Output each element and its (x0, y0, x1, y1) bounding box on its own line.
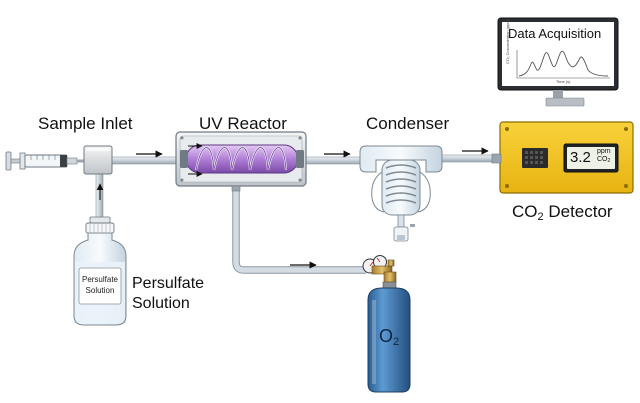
data-acquisition-monitor (497, 17, 619, 107)
monitor-x-axis-label: Time (s) (556, 79, 571, 84)
detector-reading-unit: ppm CO2 (597, 148, 611, 164)
syringe (5, 151, 84, 171)
persulfate-bottle (73, 216, 127, 326)
detector-unit-bottom-sub: 2 (607, 158, 611, 164)
label-o2: O2 (379, 326, 400, 348)
label-persulfate-line2: Solution (132, 295, 190, 312)
label-uv-reactor: UV Reactor (199, 114, 287, 133)
label-co2-detector-sub: 2 (537, 211, 544, 223)
bottle-label-tag (78, 267, 122, 305)
condenser-coil (385, 164, 417, 204)
label-sample-inlet: Sample Inlet (38, 114, 133, 133)
detector-unit-top: ppm (597, 148, 611, 155)
detector-reading-value: 3.2 (570, 149, 591, 166)
monitor-signal-trace (518, 50, 609, 77)
tube-oxygen-line-outline (232, 188, 366, 274)
bottle-label-line1: Persulfate (81, 275, 119, 284)
label-o2-main: O (379, 326, 394, 346)
tube-inlet-to-reactor (109, 156, 181, 165)
detector-unit-bottom: CO2 (597, 156, 611, 164)
label-co2-detector-tail: Detector (543, 202, 613, 221)
flow-arrows (96, 143, 489, 269)
tube-reactor-to-condenser (301, 156, 367, 165)
label-o2-sub: 2 (393, 336, 400, 348)
label-data-acquisition: Data Acquisition (508, 26, 602, 41)
tube-condenser-to-detector (441, 154, 501, 163)
label-persulfate-solution: Persulfate Solution (132, 274, 204, 314)
detector-display-screen (567, 147, 615, 169)
label-persulfate-line1: Persulfate (132, 275, 205, 292)
label-condenser: Condenser (366, 114, 450, 133)
tube-oxygen-line (233, 188, 366, 273)
detector-unit-bottom-main: CO (597, 156, 608, 163)
bottle-label-line2: Solution (85, 286, 115, 295)
label-co2-detector: CO2 Detector (512, 202, 613, 223)
bottle-label-text: Persulfate Solution (79, 274, 121, 296)
monitor-y-axis-label: CO₂ Concentration (ppm) (505, 18, 510, 64)
uv-reactor (175, 131, 307, 192)
inlet-valve-block (83, 145, 113, 175)
oxygen-cylinder (362, 255, 411, 393)
label-co2-detector-main: CO (512, 202, 538, 221)
condenser (359, 145, 443, 242)
co2-detector (491, 121, 634, 194)
